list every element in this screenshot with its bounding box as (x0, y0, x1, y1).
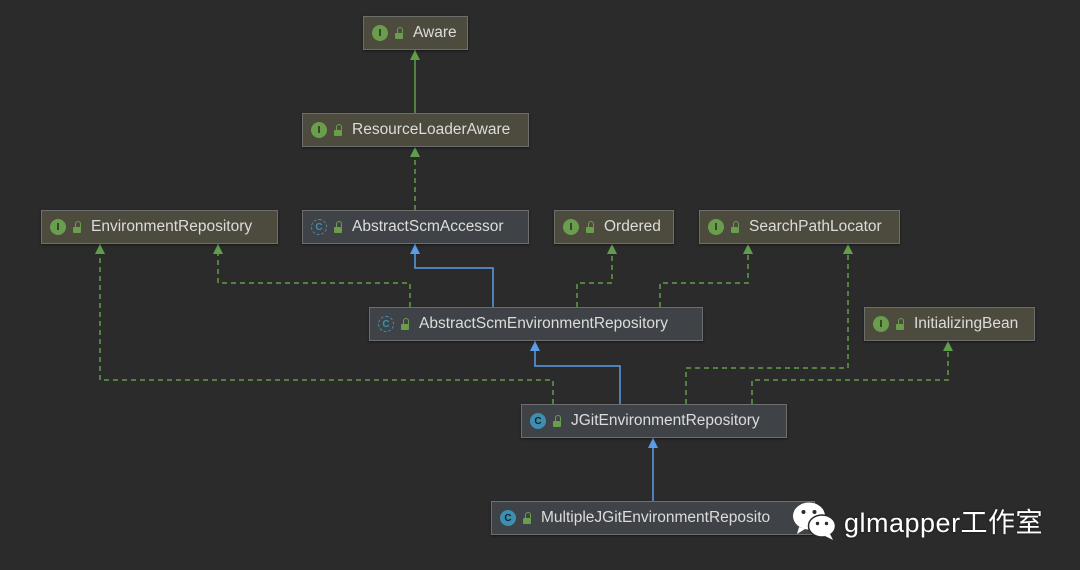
node-environment-repository[interactable]: I EnvironmentRepository (41, 210, 278, 244)
public-lock-icon (332, 221, 344, 233)
public-lock-icon (332, 124, 344, 136)
node-label: InitializingBean (914, 315, 1019, 332)
node-label: AbstractScmAccessor (352, 218, 504, 235)
node-abstract-scm-accessor[interactable]: C AbstractScmAccessor (302, 210, 529, 244)
edge-abstract-scm-environment-repository-to-environment-repository (213, 244, 411, 307)
node-label: ResourceLoaderAware (352, 121, 511, 138)
interface-badge-icon: I (708, 219, 724, 235)
public-lock-icon (551, 415, 563, 427)
interface-badge-icon: I (873, 316, 889, 332)
abstract-class-badge-icon: C (311, 219, 327, 235)
class-badge-icon: C (500, 510, 516, 526)
interface-badge-icon: I (311, 122, 327, 138)
watermark: glmapper工作室 (790, 498, 1060, 542)
edge-abstract-scm-environment-repository-to-ordered (576, 244, 617, 307)
node-label: MultipleJGitEnvironmentReposito (541, 509, 771, 526)
node-label: AbstractScmEnvironmentRepository (419, 315, 668, 332)
public-lock-icon (521, 512, 533, 524)
interface-badge-icon: I (50, 219, 66, 235)
node-initializing-bean[interactable]: I InitializingBean (864, 307, 1035, 341)
watermark-text: glmapper工作室 (844, 507, 1044, 538)
node-search-path-locator[interactable]: I SearchPathLocator (699, 210, 900, 244)
public-lock-icon (584, 221, 596, 233)
node-label: Aware (413, 24, 457, 41)
edge-abstract-scm-environment-repository-to-abstract-scm-accessor (410, 244, 494, 307)
wechat-icon (793, 502, 837, 540)
node-resource-loader-aware[interactable]: I ResourceLoaderAware (302, 113, 529, 147)
node-aware[interactable]: I Aware (363, 16, 468, 50)
interface-badge-icon: I (372, 25, 388, 41)
node-jgit-environment-repository[interactable]: C JGitEnvironmentRepository (521, 404, 787, 438)
class-badge-icon: C (530, 413, 546, 429)
public-lock-icon (71, 221, 83, 233)
node-abstract-scm-environment-repository[interactable]: C AbstractScmEnvironmentRepository (369, 307, 703, 341)
node-label: SearchPathLocator (749, 218, 882, 235)
public-lock-icon (894, 318, 906, 330)
edge-jgit-environment-repository-to-environment-repository (95, 244, 554, 404)
node-label: Ordered (604, 218, 661, 235)
public-lock-icon (399, 318, 411, 330)
edge-abstract-scm-environment-repository-to-search-path-locator (659, 244, 753, 307)
interface-badge-icon: I (563, 219, 579, 235)
public-lock-icon (729, 221, 741, 233)
edge-jgit-environment-repository-to-search-path-locator (685, 244, 853, 404)
node-multiple-jgit-environment-repository[interactable]: C MultipleJGitEnvironmentReposito (491, 501, 815, 535)
public-lock-icon (393, 27, 405, 39)
node-label: EnvironmentRepository (91, 218, 253, 235)
abstract-class-badge-icon: C (378, 316, 394, 332)
edge-jgit-environment-repository-to-abstract-scm-environment-repository (530, 341, 621, 404)
edge-jgit-environment-repository-to-initializing-bean (751, 341, 953, 404)
node-ordered[interactable]: I Ordered (554, 210, 674, 244)
node-label: JGitEnvironmentRepository (571, 412, 760, 429)
